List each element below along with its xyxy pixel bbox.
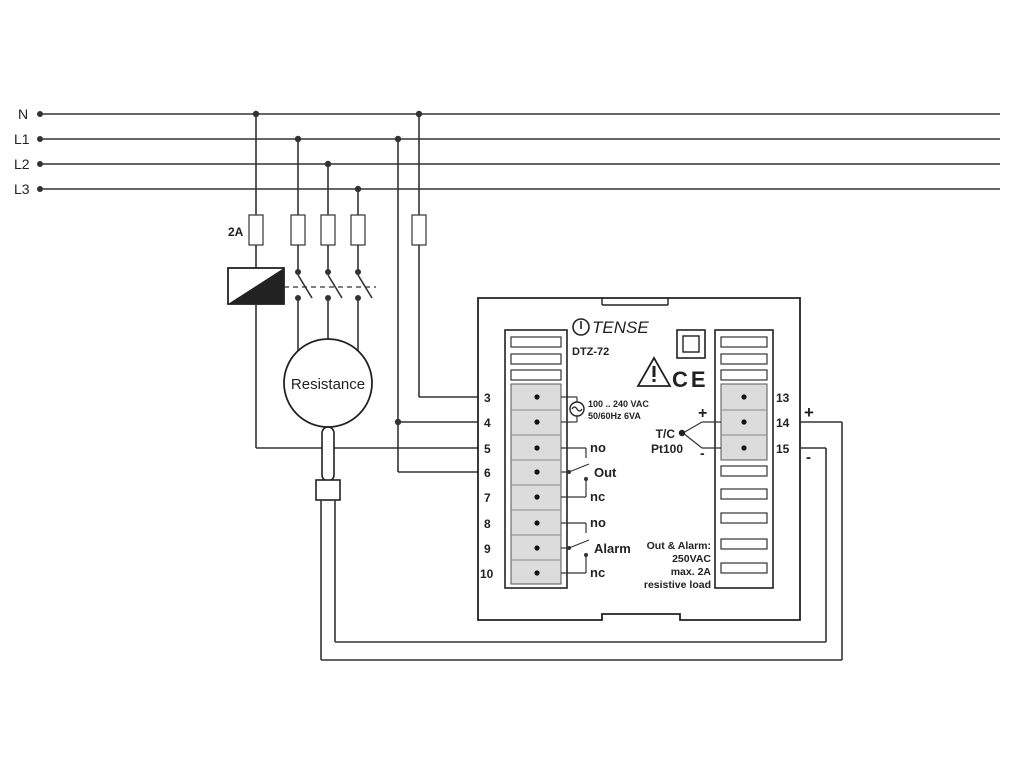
device-supply-wiring — [394, 114, 478, 473]
fuse-coil — [248, 214, 264, 246]
ac-supply-icon — [561, 396, 585, 423]
sensor-plus-label: + — [698, 405, 707, 422]
terminal-15-label: 15 — [776, 442, 790, 456]
alarm-relay-symbol — [561, 522, 590, 574]
brand-name: TENSE — [592, 318, 649, 337]
junction-dots — [252, 110, 423, 193]
alarm-nc-label: nc — [590, 565, 605, 580]
model-label: DTZ-72 — [572, 346, 609, 358]
probe-minus-label: - — [806, 449, 811, 466]
rating-line-3: max. 2A — [671, 566, 712, 578]
phase-label-l3: L3 — [14, 181, 30, 197]
terminal-7-label: 7 — [484, 491, 491, 505]
right-terminal-screws — [741, 394, 747, 451]
out-no-label: no — [590, 440, 606, 455]
terminal-3-label: 3 — [484, 391, 491, 405]
probe-terminal-wiring: + - — [800, 403, 843, 660]
terminal-10-label: 10 — [480, 567, 494, 581]
rating-line-4: resistive load — [644, 579, 711, 591]
sensor-input-symbol — [678, 421, 721, 449]
sensor-rtd-label: Pt100 — [651, 442, 683, 456]
temperature-probe — [315, 426, 842, 661]
terminal-6-label: 6 — [484, 466, 491, 480]
left-terminal-screws — [534, 394, 540, 576]
terminal-4-label: 4 — [484, 416, 491, 430]
terminal-8-label: 8 — [484, 517, 491, 531]
alarm-no-label: no — [590, 515, 606, 530]
phase-label-l1: L1 — [14, 131, 30, 147]
out-common-label: Out — [594, 465, 617, 480]
resistance-label: Resistance — [291, 376, 365, 393]
warning-icon — [636, 356, 672, 387]
supply-voltage-label: 100 .. 240 VAC — [588, 399, 649, 409]
right-terminal-block — [714, 329, 774, 589]
rating-line-1: Out & Alarm: — [647, 540, 711, 552]
controller-device: TENSE DTZ-72 CE — [477, 297, 801, 621]
terminal-13-label: 13 — [776, 391, 790, 405]
terminal-5-label: 5 — [484, 442, 491, 456]
supply-bus: N L1 L2 L3 — [14, 106, 1000, 197]
terminal-9-label: 9 — [484, 542, 491, 556]
probe-plus-label: + — [804, 403, 814, 422]
sensor-minus-label: - — [700, 445, 705, 461]
brand-logo: TENSE — [572, 318, 649, 337]
contactor-coil-branch: 2A — [227, 114, 478, 449]
sensor-type-label: T/C — [656, 427, 676, 441]
rating-line-2: 250VAC — [672, 553, 711, 565]
phase-label-n: N — [18, 106, 28, 122]
resistance-load: Resistance — [283, 338, 373, 428]
power-contacts — [284, 139, 376, 355]
fuse-rating-label: 2A — [228, 225, 244, 239]
fuse-supply — [411, 214, 427, 246]
out-relay-symbol — [561, 447, 590, 498]
supply-frequency-label: 50/60Hz 6VA — [588, 411, 641, 421]
left-terminal-block — [504, 329, 568, 589]
out-nc-label: nc — [590, 489, 605, 504]
ce-mark: CE — [672, 367, 709, 392]
phase-label-l2: L2 — [14, 156, 30, 172]
alarm-common-label: Alarm — [594, 541, 631, 556]
terminal-14-label: 14 — [776, 416, 790, 430]
